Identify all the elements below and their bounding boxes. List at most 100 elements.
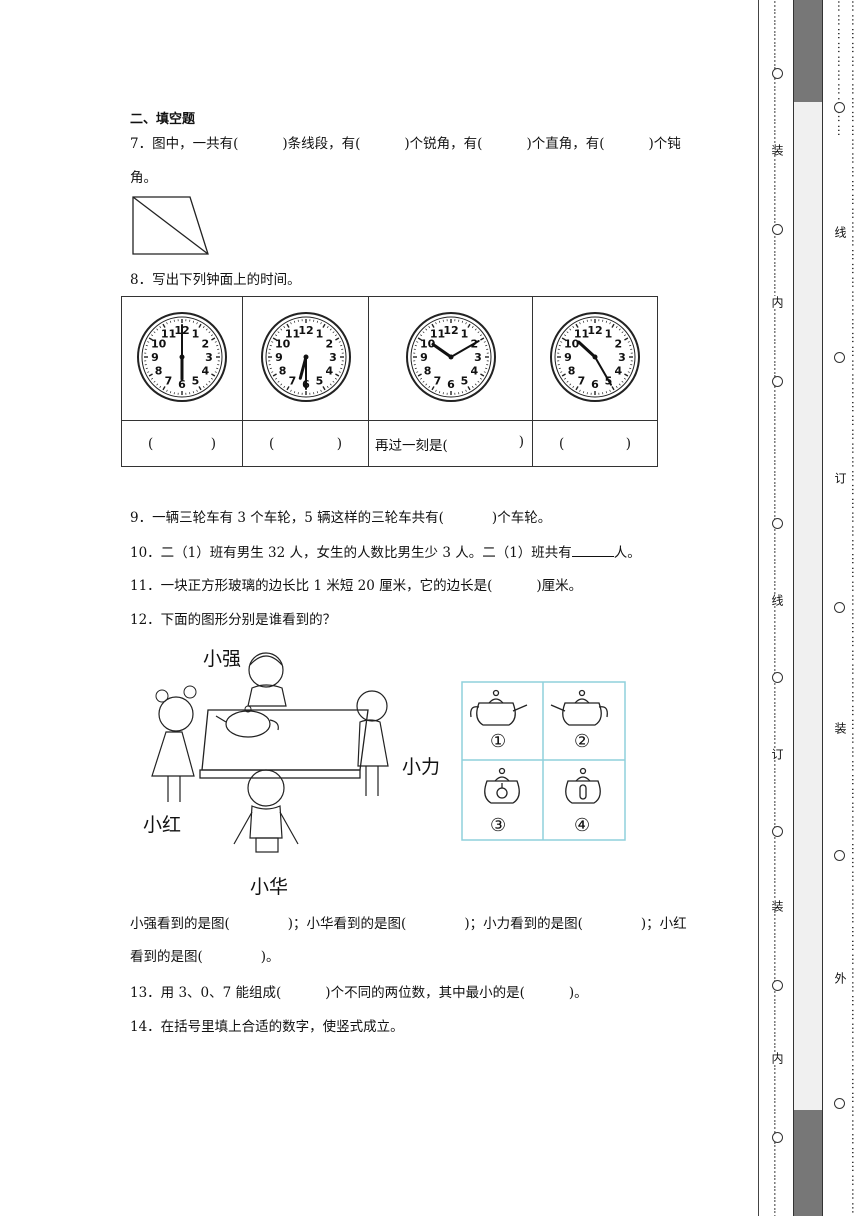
clock-tick bbox=[479, 372, 484, 377]
clock-tick bbox=[582, 390, 585, 393]
q10-text-1: 10．二（1）班有男生 32 人，女生的人数比男生少 3 人。二（1）班共有 bbox=[130, 545, 572, 561]
clock-tick bbox=[202, 385, 205, 388]
clock-tick bbox=[147, 370, 150, 373]
clock-tick bbox=[461, 390, 463, 393]
binding-label: 线 bbox=[832, 226, 849, 238]
clock-tick bbox=[196, 321, 198, 324]
clock-tick bbox=[329, 328, 332, 330]
clock-tick bbox=[629, 344, 632, 346]
clock-tick bbox=[277, 380, 279, 383]
clock-tick bbox=[575, 323, 579, 328]
paren-close: ) bbox=[336, 435, 342, 452]
clock-tick bbox=[419, 377, 422, 380]
clock-tick bbox=[159, 385, 162, 388]
clock-inner-rim bbox=[265, 316, 346, 397]
name-label-right: 小力 bbox=[402, 756, 441, 778]
answer-cell[interactable]: 再过一刻是() bbox=[368, 420, 533, 467]
binding-label: 外 bbox=[832, 972, 849, 984]
clock-minute-hand bbox=[449, 339, 480, 358]
clock-numeral: 11 bbox=[161, 327, 176, 340]
clock-numeral: 9 bbox=[151, 351, 159, 364]
clock-tick bbox=[169, 390, 172, 393]
underline-blank[interactable] bbox=[571, 542, 614, 557]
clock-numeral: 8 bbox=[423, 364, 431, 377]
q9-text-2: )个车轮。 bbox=[491, 510, 552, 526]
clock-tick bbox=[474, 383, 477, 385]
clock-tick bbox=[618, 328, 621, 330]
clock-tick bbox=[156, 328, 159, 330]
answer-cell[interactable]: () bbox=[532, 420, 658, 467]
clock-tick bbox=[560, 370, 563, 373]
clock-tick bbox=[334, 333, 337, 336]
clock-numeral: 7 bbox=[578, 374, 586, 387]
q12-text-6: )。 bbox=[260, 949, 280, 965]
clock-tick bbox=[424, 383, 427, 385]
q7-text-4: )个直角，有( bbox=[526, 136, 605, 152]
question-12: 12．下面的图形分别是谁看到的？ bbox=[130, 612, 337, 628]
clock-tick bbox=[466, 323, 471, 328]
paren-open: ( bbox=[148, 435, 154, 452]
clock-numeral: 10 bbox=[151, 337, 167, 350]
clock-tick bbox=[211, 372, 216, 377]
clock-numeral: 2 bbox=[325, 337, 333, 350]
clock-tick bbox=[561, 372, 566, 377]
clock-numeral: 10 bbox=[564, 337, 580, 350]
clock-numeral: 6 bbox=[447, 378, 455, 391]
clock-tick bbox=[145, 367, 148, 369]
clock-tick bbox=[321, 385, 326, 390]
paren-open: ( bbox=[559, 435, 565, 452]
clock-tick bbox=[326, 385, 329, 388]
q7-text-2: )条线段，有( bbox=[282, 136, 361, 152]
clock-tick bbox=[483, 340, 486, 343]
clock-tick bbox=[198, 323, 202, 328]
clock-tick bbox=[427, 325, 430, 328]
clock-tick bbox=[334, 372, 339, 377]
clock-numeral: 3 bbox=[329, 351, 337, 364]
clock-tick bbox=[434, 389, 437, 392]
clock-tick bbox=[285, 385, 290, 390]
clock-tick bbox=[279, 383, 282, 385]
view-label-1: ① bbox=[490, 731, 507, 752]
circle-mark bbox=[834, 1098, 845, 1109]
clock-tick bbox=[609, 389, 611, 392]
clock-tick bbox=[214, 340, 217, 343]
section-title: 二、填空题 bbox=[130, 112, 196, 127]
paren-open: ( bbox=[269, 435, 275, 452]
clock-tick bbox=[430, 323, 435, 328]
q9-text-1: 9．一辆三轮车有 3 个车轮，5 辆这样的三轮车共有( bbox=[130, 510, 444, 526]
clock-tick bbox=[564, 377, 567, 380]
answer-cell[interactable]: () bbox=[121, 420, 243, 467]
clock-tick bbox=[148, 372, 153, 377]
paren-close: ) bbox=[210, 435, 216, 452]
answer-cell[interactable]: () bbox=[242, 420, 369, 467]
clock-tick bbox=[269, 344, 272, 346]
clock-tick bbox=[269, 367, 272, 369]
clock-tick bbox=[208, 330, 211, 333]
clock-numeral: 6 bbox=[178, 378, 186, 391]
circle-mark bbox=[772, 68, 783, 79]
clock-tick bbox=[153, 330, 156, 333]
clock-tick bbox=[211, 336, 216, 341]
clock-tick bbox=[414, 344, 417, 346]
clock-tick bbox=[471, 325, 474, 328]
binding-label: 线 bbox=[769, 594, 786, 606]
clock-tick bbox=[279, 328, 282, 330]
question-10: 10．二（1）班有男生 32 人，女生的人数比男生少 3 人。二（1）班共有人。 bbox=[130, 542, 641, 563]
clock-tick bbox=[474, 328, 477, 330]
clock-tick bbox=[338, 370, 341, 373]
clock-inner-rim bbox=[410, 316, 491, 397]
clock-tick bbox=[615, 385, 618, 388]
view-label-4: ④ bbox=[574, 815, 591, 836]
clock-tick bbox=[169, 320, 172, 323]
clock-numeral: 5 bbox=[315, 374, 323, 387]
circle-mark bbox=[772, 672, 783, 683]
circle-mark bbox=[834, 102, 845, 113]
clock-tick bbox=[569, 328, 572, 330]
clock-tick bbox=[572, 385, 575, 388]
clock-tick bbox=[274, 377, 277, 380]
clock-numeral: 8 bbox=[155, 364, 163, 377]
clock-tick bbox=[326, 325, 329, 328]
teapot-side-right-icon bbox=[470, 689, 528, 726]
clock-tick bbox=[334, 377, 337, 380]
